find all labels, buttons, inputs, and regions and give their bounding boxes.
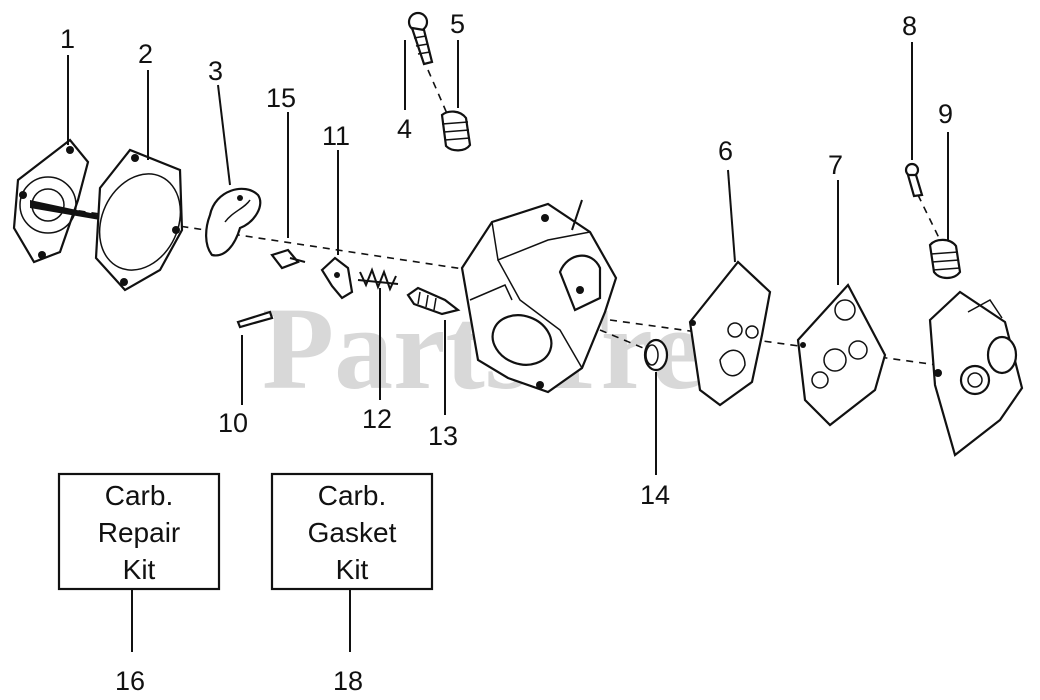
callout-13: 13 xyxy=(428,421,458,451)
callout-10: 10 xyxy=(218,408,248,438)
part-2-gasket xyxy=(94,148,184,292)
repair-kit-line1: Carb. xyxy=(105,480,173,511)
callout-2: 2 xyxy=(138,39,153,69)
part-5-spring xyxy=(440,110,472,152)
metering-cover xyxy=(928,290,1024,457)
callout-5: 5 xyxy=(450,9,465,39)
callout-1: 1 xyxy=(60,24,75,54)
gasket-kit-line3: Kit xyxy=(336,554,369,585)
callout-12: 12 xyxy=(362,404,392,434)
callout-16: 16 xyxy=(115,666,145,696)
part-1-pump-cover xyxy=(12,138,100,264)
axis-screw-4 xyxy=(427,69,453,126)
callout-14: 14 xyxy=(640,480,670,510)
part-10-pin xyxy=(236,310,274,329)
repair-kit-box: Carb. Repair Kit xyxy=(57,472,221,591)
callout-4: 4 xyxy=(397,114,412,144)
callout-8: 8 xyxy=(902,11,917,41)
part-8-screw xyxy=(904,162,924,198)
callout-18: 18 xyxy=(333,666,363,696)
part-14-plug xyxy=(643,338,669,372)
part-6-gasket xyxy=(688,260,772,407)
part-4-screw xyxy=(407,11,434,66)
callout-3: 3 xyxy=(208,56,223,86)
callout-11: 11 xyxy=(322,121,350,151)
part-13-needle-valve xyxy=(406,286,461,316)
callout-6: 6 xyxy=(718,136,733,166)
gasket-kit-line1: Carb. xyxy=(318,480,386,511)
axis-screw-8 xyxy=(917,194,941,241)
gasket-kit-line2: Gasket xyxy=(308,517,397,548)
callout-7: 7 xyxy=(828,150,843,180)
part-3-diaphragm xyxy=(205,187,262,257)
part-11-lever xyxy=(320,256,354,300)
repair-kit-line3: Kit xyxy=(123,554,156,585)
repair-kit-line2: Repair xyxy=(98,517,180,548)
gasket-kit-box: Carb. Gasket Kit xyxy=(270,472,434,591)
callout-15: 15 xyxy=(266,83,296,113)
part-7-diaphragm xyxy=(796,283,887,427)
part-9-spring xyxy=(928,238,962,280)
carburetor-body xyxy=(460,199,618,394)
part-12-spring xyxy=(357,267,399,292)
part-15-screw xyxy=(270,248,306,270)
callout-9: 9 xyxy=(938,99,953,129)
leader-lines xyxy=(67,40,949,652)
